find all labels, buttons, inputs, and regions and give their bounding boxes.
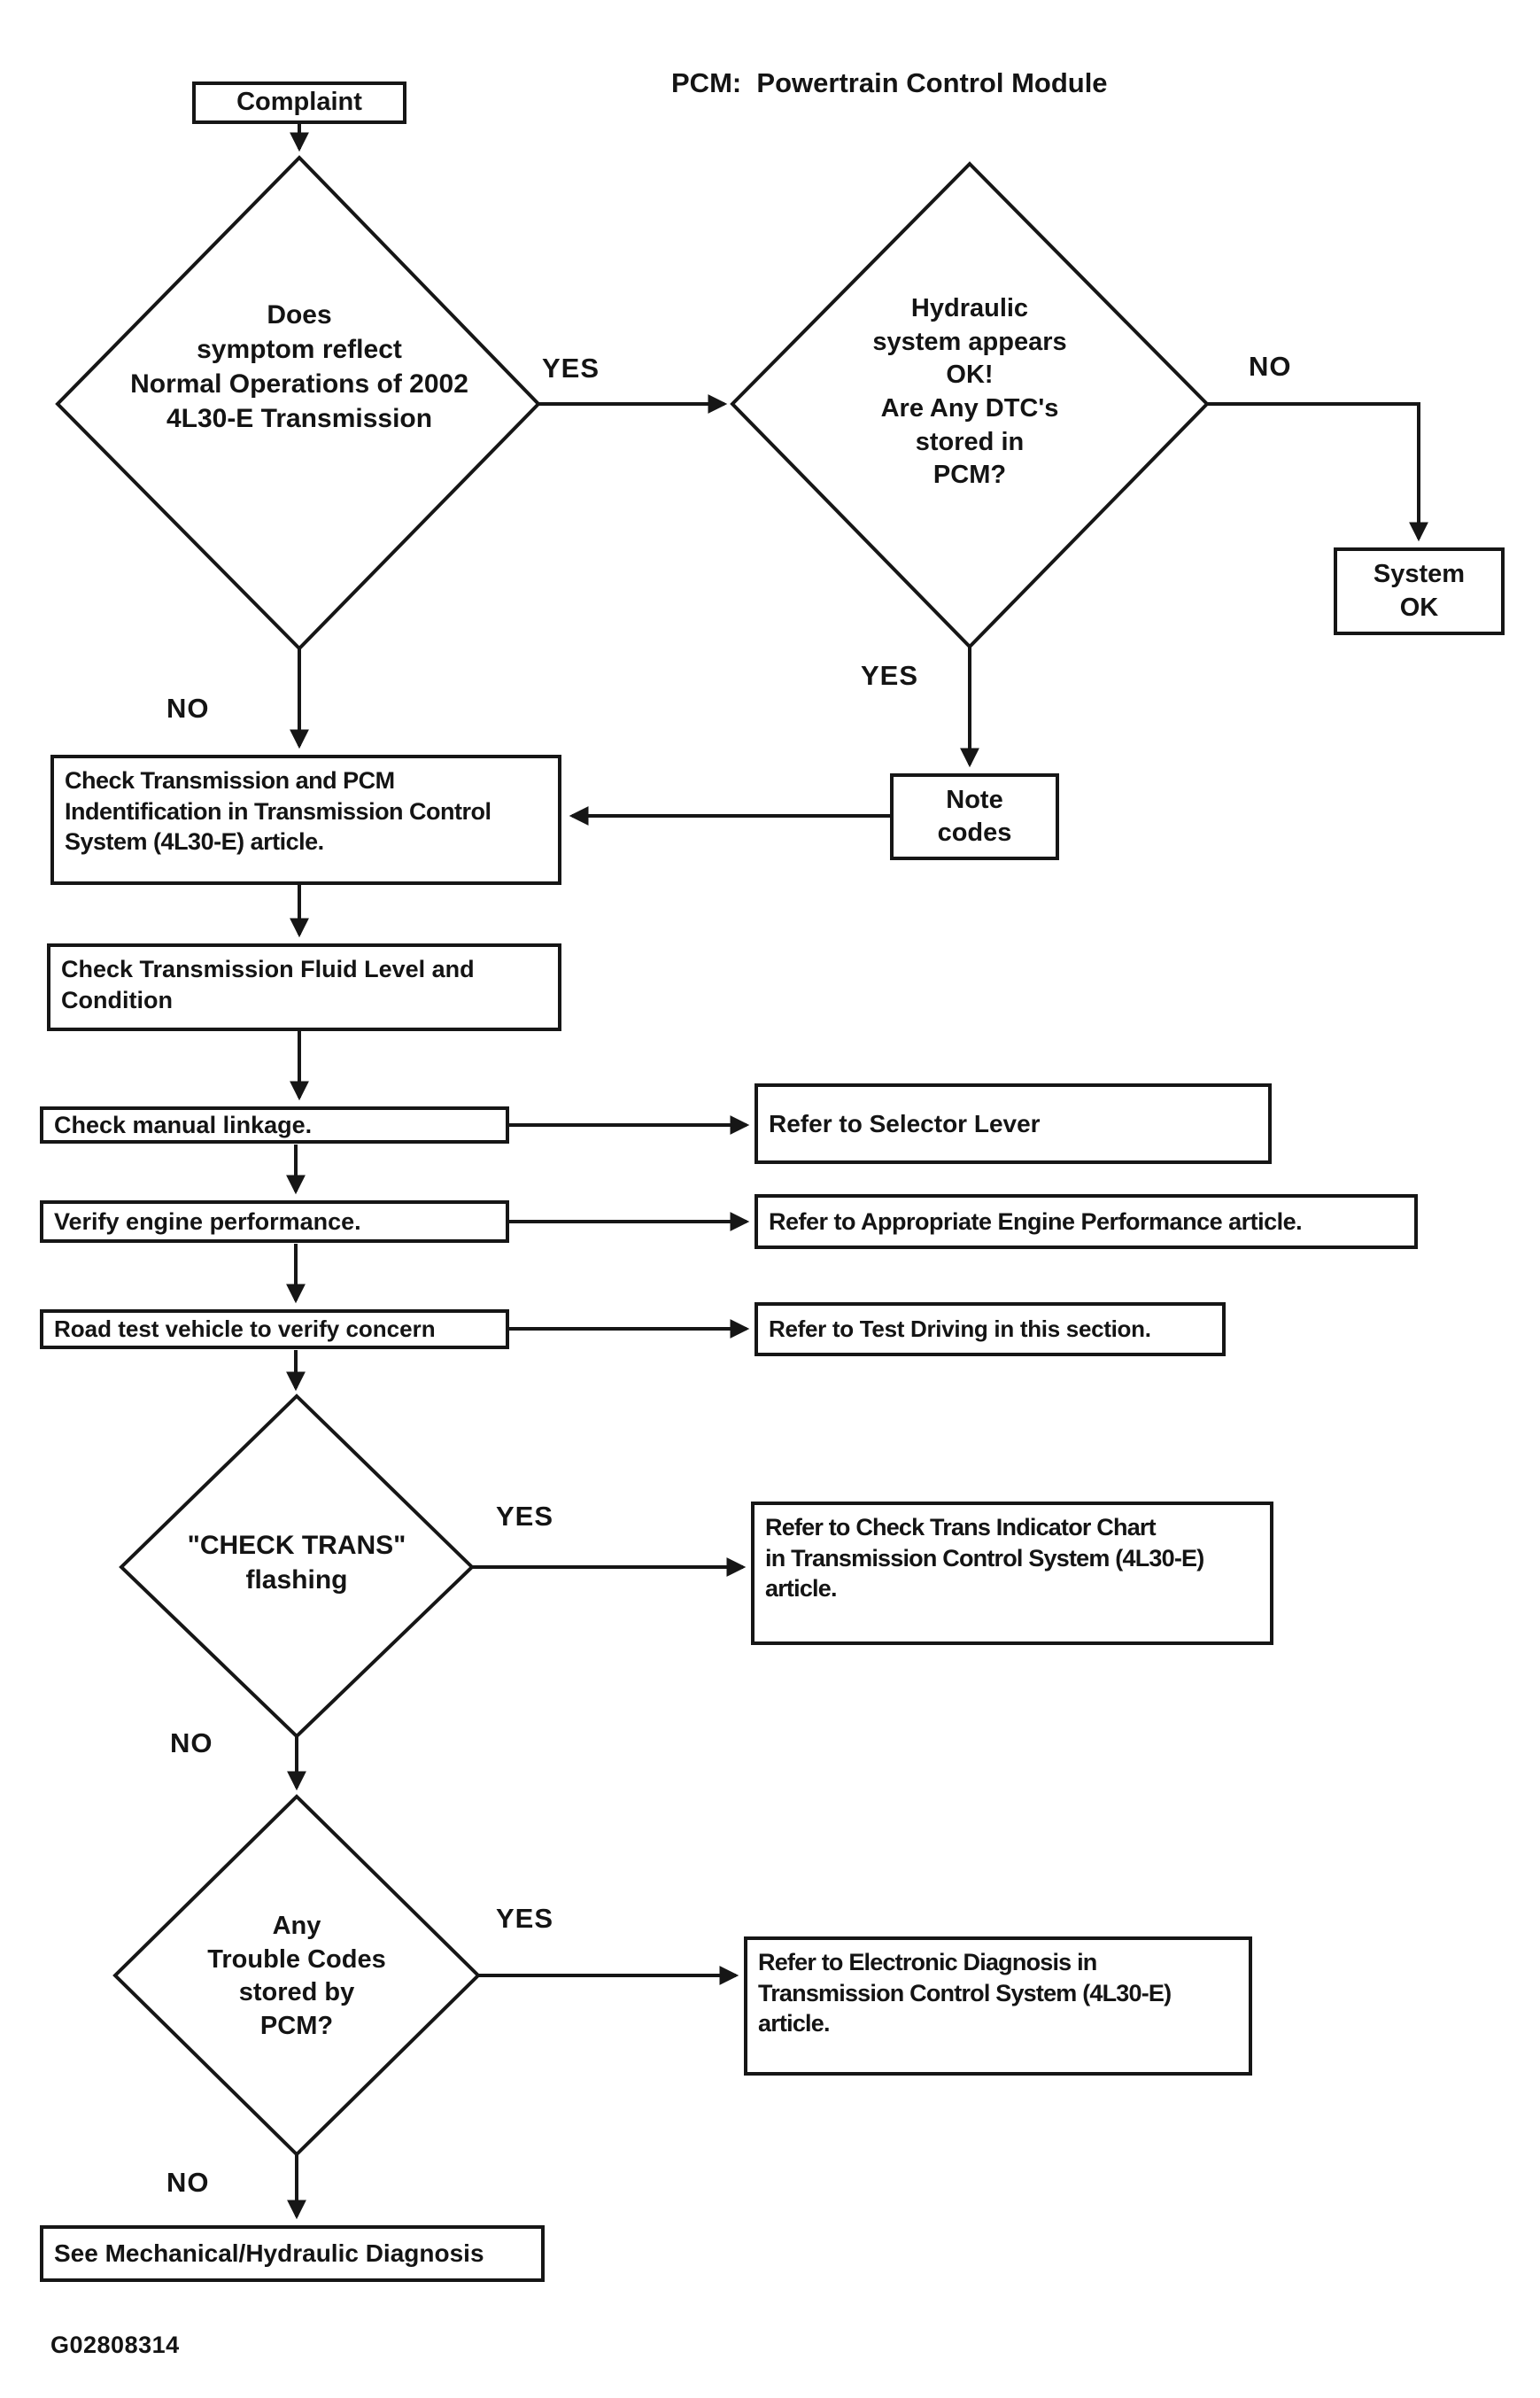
edge-label-symptom-yes: YES (542, 353, 600, 384)
edge-label-symptom-no: NO (166, 693, 210, 724)
node-check-linkage: Check manual linkage. (40, 1106, 509, 1144)
node-refer-selector: Refer to Selector Lever (755, 1083, 1272, 1164)
node-refer-engine-performance: Refer to Appropriate Engine Performance … (755, 1194, 1418, 1249)
trouble-codes-decision-label: Any Trouble Codes stored by PCM? (207, 1912, 386, 2041)
node-check-fluid: Check Transmission Fluid Level and Condi… (47, 943, 561, 1031)
node-check-identification: Check Transmission and PCM Indentificati… (50, 755, 561, 885)
symptom-decision-label: Does symptom reflect Normal Operations o… (130, 300, 468, 433)
node-verify-engine: Verify engine performance. (40, 1200, 509, 1243)
connector-hydraulic-no-to-system-ok (1207, 402, 1428, 542)
node-refer-test-driving: Refer to Test Driving in this section. (755, 1302, 1226, 1356)
edge-label-trouble-no: NO (166, 2167, 210, 2198)
node-refer-indicator-chart: Refer to Check Trans Indicator Chart in … (751, 1502, 1273, 1645)
node-refer-electronic-diagnosis: Refer to Electronic Diagnosis in Transmi… (744, 1936, 1252, 2076)
node-complaint: Complaint (192, 81, 406, 124)
figure-code: G02808314 (50, 2332, 180, 2358)
edge-label-check-trans-no: NO (170, 1727, 213, 1758)
edge-label-hydraulic-no: NO (1249, 351, 1292, 382)
edge-label-hydraulic-yes: YES (861, 660, 919, 691)
hydraulic-decision-label: Hydraulic system appears OK! Are Any DTC… (872, 294, 1067, 490)
node-see-mechanical: See Mechanical/Hydraulic Diagnosis (40, 2225, 545, 2282)
node-system-ok: System OK (1334, 547, 1505, 635)
page-title: PCM: Powertrain Control Module (671, 67, 1108, 98)
edge-label-check-trans-yes: YES (496, 1501, 554, 1532)
node-note-codes: Note codes (890, 773, 1059, 860)
node-road-test: Road test vehicle to verify concern (40, 1309, 509, 1349)
edge-label-trouble-yes: YES (496, 1903, 554, 1934)
check-trans-decision-label: "CHECK TRANS" flashing (187, 1531, 406, 1595)
